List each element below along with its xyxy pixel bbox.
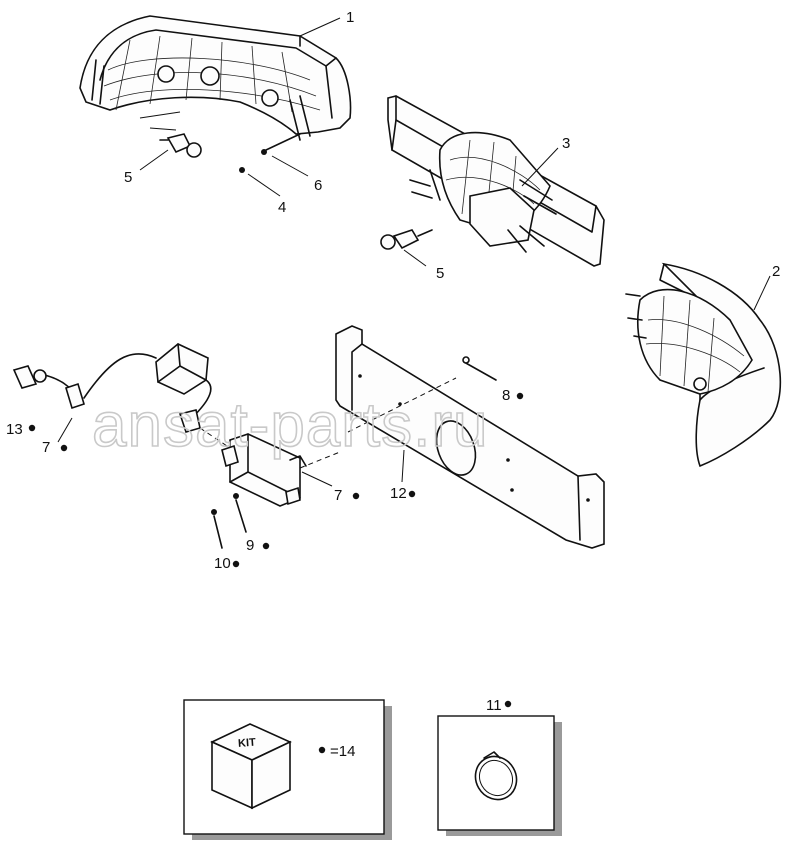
kit-dot-13 <box>28 424 36 432</box>
callout-2: 2 <box>772 263 780 280</box>
callout-7-left: 7 <box>42 439 50 456</box>
kit-dot-7-left <box>60 444 68 452</box>
callout-4: 4 <box>278 199 286 216</box>
kit-dot-8 <box>516 392 524 400</box>
callout-5-upper: 5 <box>124 169 132 186</box>
clamp-part-11-box <box>437 715 562 836</box>
kit-legend-note: =14 <box>330 743 355 760</box>
callout-8: 8 <box>502 387 510 404</box>
callout-1: 1 <box>346 9 354 26</box>
callout-5-middle: 5 <box>436 265 444 282</box>
bracket-part-12 <box>335 325 605 549</box>
kit-dot-12 <box>408 490 416 498</box>
kit-dot-9 <box>262 542 270 550</box>
kit-dot-10 <box>232 560 240 568</box>
callout-7-right: 7 <box>334 487 342 504</box>
kit-cube-label: KIT <box>238 737 257 750</box>
kit-dot-11 <box>504 700 512 708</box>
leader-lines <box>57 17 771 487</box>
bulb-part-5-upper <box>159 133 202 158</box>
callout-11: 11 <box>486 697 502 714</box>
kit-legend-dot <box>318 746 326 754</box>
fastener-6-and-4 <box>239 133 301 173</box>
kit-dot-7-right <box>352 492 360 500</box>
callout-12: 12 <box>390 485 407 502</box>
watermark-text: ansat-parts.ru <box>92 391 489 460</box>
relay-module <box>199 377 457 549</box>
kit-legend-box: KIT =14 <box>183 699 392 840</box>
callout-6: 6 <box>314 177 322 194</box>
lamp-assembly-2 <box>625 262 782 468</box>
bulb-part-5-middle <box>380 229 433 250</box>
wiring-harness <box>12 343 212 433</box>
callout-3: 3 <box>562 135 570 152</box>
callout-9: 9 <box>246 537 254 554</box>
lamp-assembly-1 <box>79 15 352 141</box>
screw-part-8 <box>462 356 497 381</box>
callout-labels: 1 2 3 4 5 5 6 7 7 8 9 10 11 12 13 <box>6 9 780 714</box>
callout-13: 13 <box>6 421 23 438</box>
lamp-assembly-3 <box>387 95 605 267</box>
callout-10: 10 <box>214 555 231 572</box>
